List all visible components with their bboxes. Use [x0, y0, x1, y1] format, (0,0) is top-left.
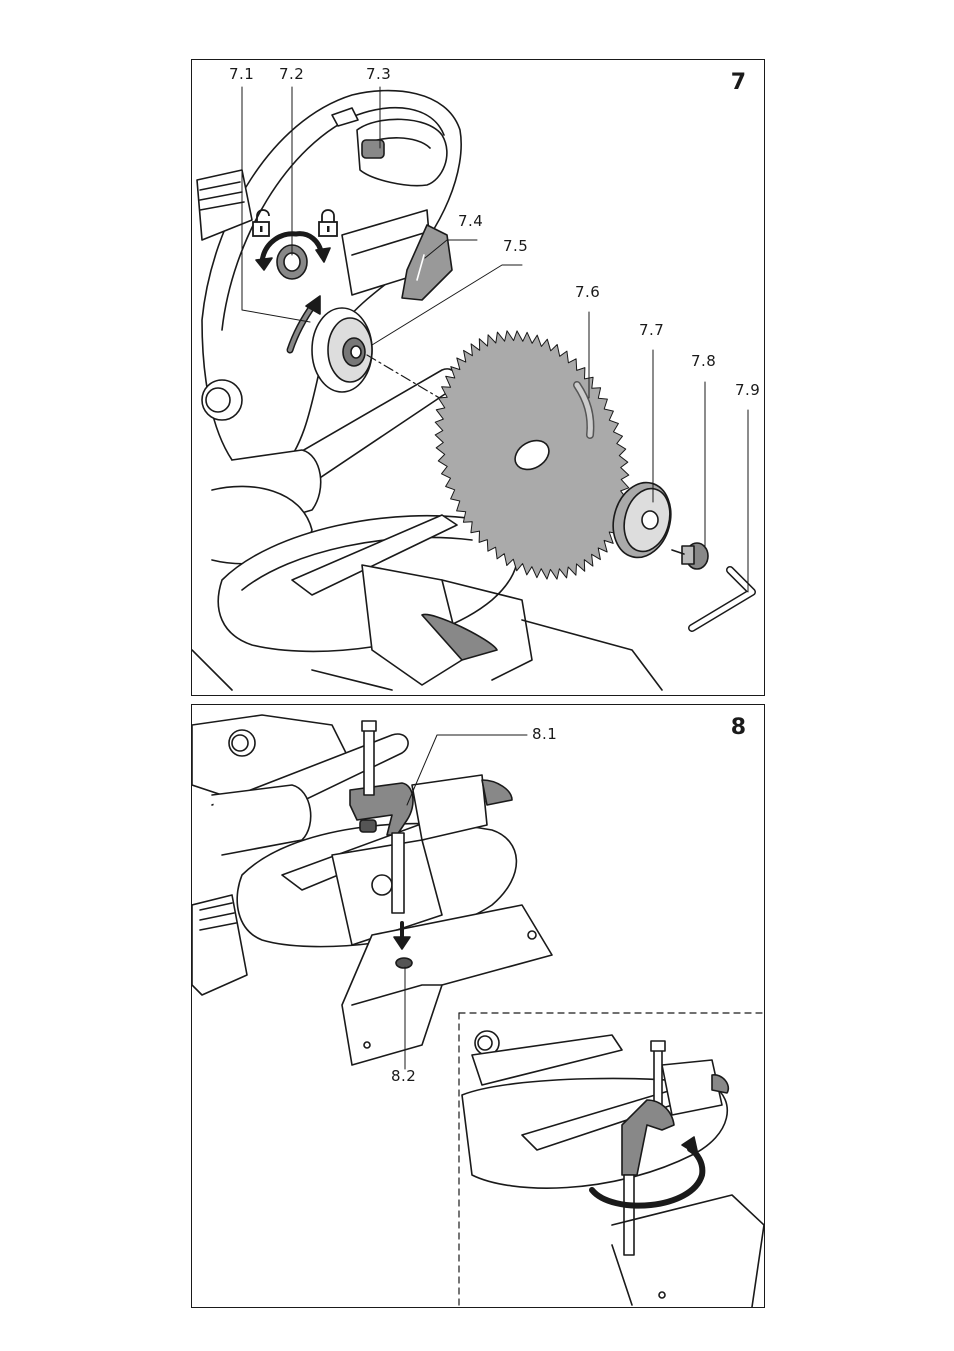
callout-7-5: 7.5	[503, 237, 528, 255]
callout-7-2: 7.2	[279, 65, 304, 83]
callout-7-6: 7.6	[575, 283, 600, 301]
callout-7-9: 7.9	[735, 381, 760, 399]
figure-7-panel: 7.1 7.2 7.3 7.4 7.5 7.6 7.7 7.8 7.9 7	[191, 59, 765, 696]
figure-8-number: 8	[731, 715, 746, 740]
figure-8-panel: 8.1 8.2 8	[191, 704, 765, 1308]
figure-7-number: 7	[731, 70, 746, 95]
callout-7-3: 7.3	[366, 65, 391, 83]
callout-7-7: 7.7	[639, 321, 664, 339]
callout-7-8: 7.8	[691, 352, 716, 370]
figure-8-drawing	[192, 705, 764, 1307]
figure-7-drawing	[192, 60, 764, 695]
callout-7-1: 7.1	[229, 65, 254, 83]
callout-8-2: 8.2	[391, 1067, 416, 1085]
callout-7-4: 7.4	[458, 212, 483, 230]
callout-8-1: 8.1	[532, 725, 557, 743]
